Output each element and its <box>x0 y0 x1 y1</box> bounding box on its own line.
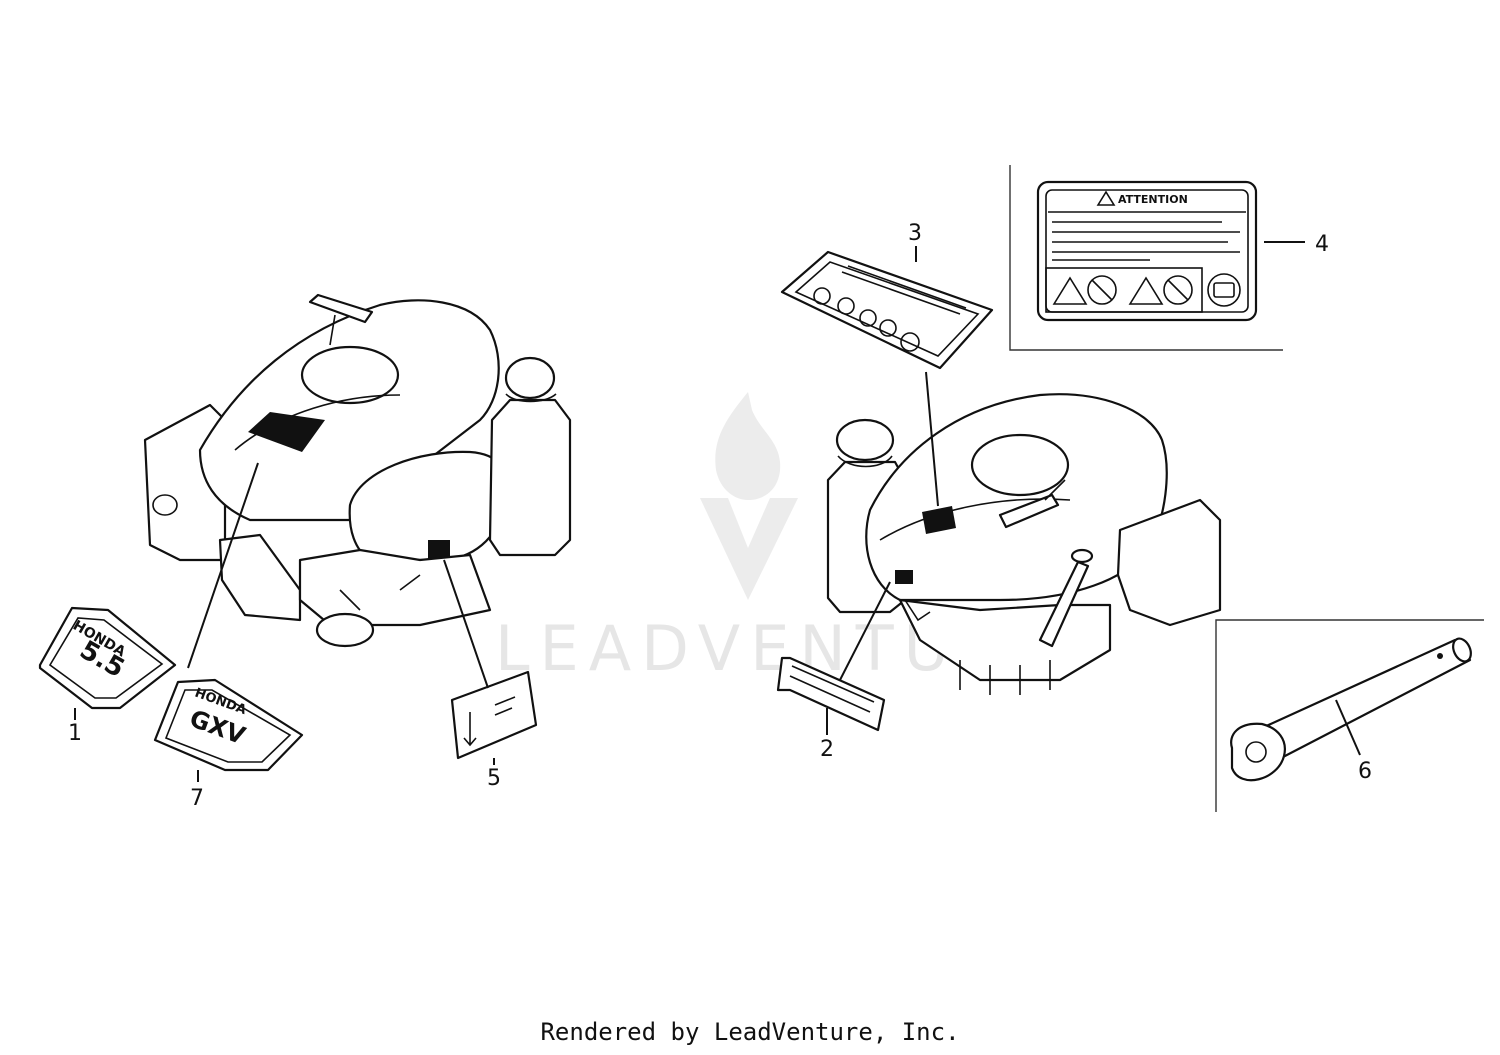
tool-6-spark-plug-wrench <box>1230 637 1472 782</box>
frame-item-6 <box>1215 619 1484 812</box>
leader-line-7 <box>187 462 259 669</box>
leader-line-6 <box>1335 699 1361 756</box>
footer-credit: Rendered by LeadVenture, Inc. <box>540 1018 960 1046</box>
callout-6: 6 <box>1358 759 1372 784</box>
engine-right-illustration <box>826 393 1222 695</box>
decal-1-honda-55: HONDA 5.5 <box>38 606 177 710</box>
callout-3: 3 <box>908 221 922 246</box>
callout-4: 4 <box>1315 232 1329 257</box>
callout-7: 7 <box>190 786 204 811</box>
decal-2-strip <box>776 656 886 732</box>
leader-line-2 <box>839 581 891 681</box>
parts-diagram: LEADVENTURE HONDA 5.5 <box>38 165 1484 812</box>
decal-4-attention-label: ATTENTION <box>1036 180 1258 322</box>
decal-7-honda-gxv: HONDA GXV <box>153 678 304 772</box>
leader-line-3b <box>925 371 939 507</box>
attention-label-text: ATTENTION <box>1118 193 1188 206</box>
decal-3-warning-small <box>780 250 994 370</box>
callout-2: 2 <box>820 737 834 762</box>
leader-line-5 <box>443 559 489 689</box>
engine-left-illustration <box>143 293 572 648</box>
flame-logo-icon <box>700 392 798 600</box>
decal-5-oil-level <box>450 670 538 760</box>
warning-triangle-icon <box>1096 190 1116 206</box>
frame-item-4 <box>1009 165 1283 351</box>
callout-5: 5 <box>487 766 501 791</box>
callout-1: 1 <box>68 721 82 746</box>
